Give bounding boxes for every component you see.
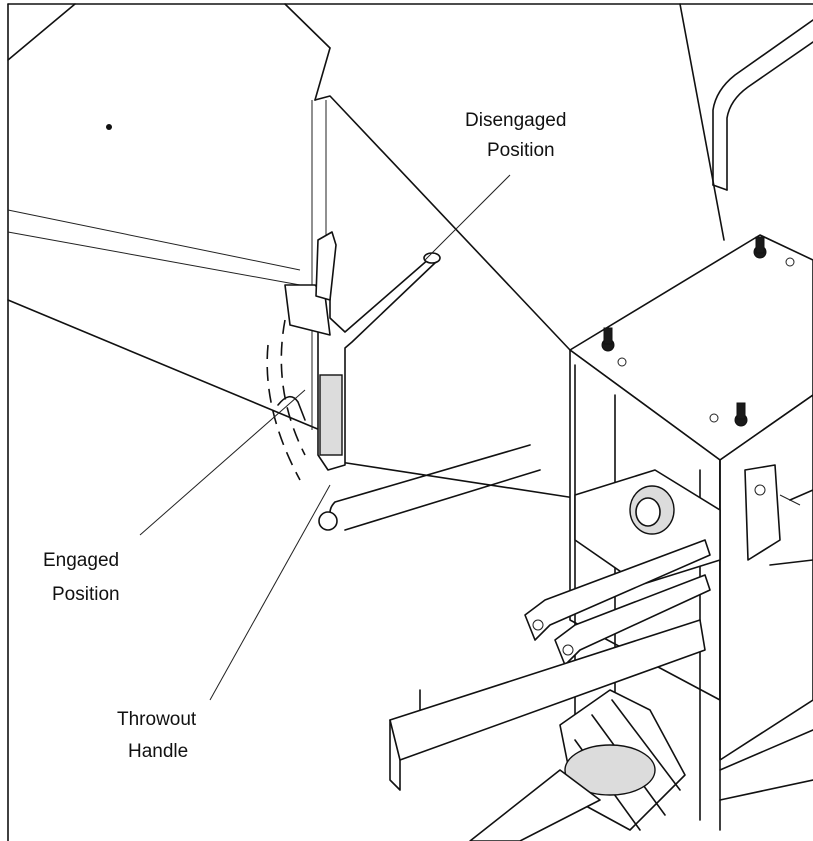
leader-lines: [139, 174, 801, 701]
crossbar-rod: [318, 444, 541, 531]
label-throwout-line2: Handle: [128, 741, 188, 762]
pto-coupler: [469, 689, 686, 841]
throwout-handle: [317, 252, 441, 471]
side-tube-frame: [712, 19, 813, 191]
label-disengaged-line2: Position: [487, 140, 555, 161]
latch-plate: [744, 464, 813, 566]
latch-bracket: [284, 231, 337, 336]
engaged-swing-arc: [266, 319, 306, 481]
label-engaged-line1: Engaged: [43, 550, 119, 571]
dot-mark: [106, 124, 112, 130]
base-channel: [389, 619, 813, 801]
label-throwout-line1: Throwout: [117, 709, 197, 730]
top-bolts: [601, 236, 795, 427]
image-border: [7, 3, 813, 841]
label-disengaged-line1: Disengaged: [465, 110, 566, 131]
label-engaged-line2: Position: [52, 584, 120, 605]
